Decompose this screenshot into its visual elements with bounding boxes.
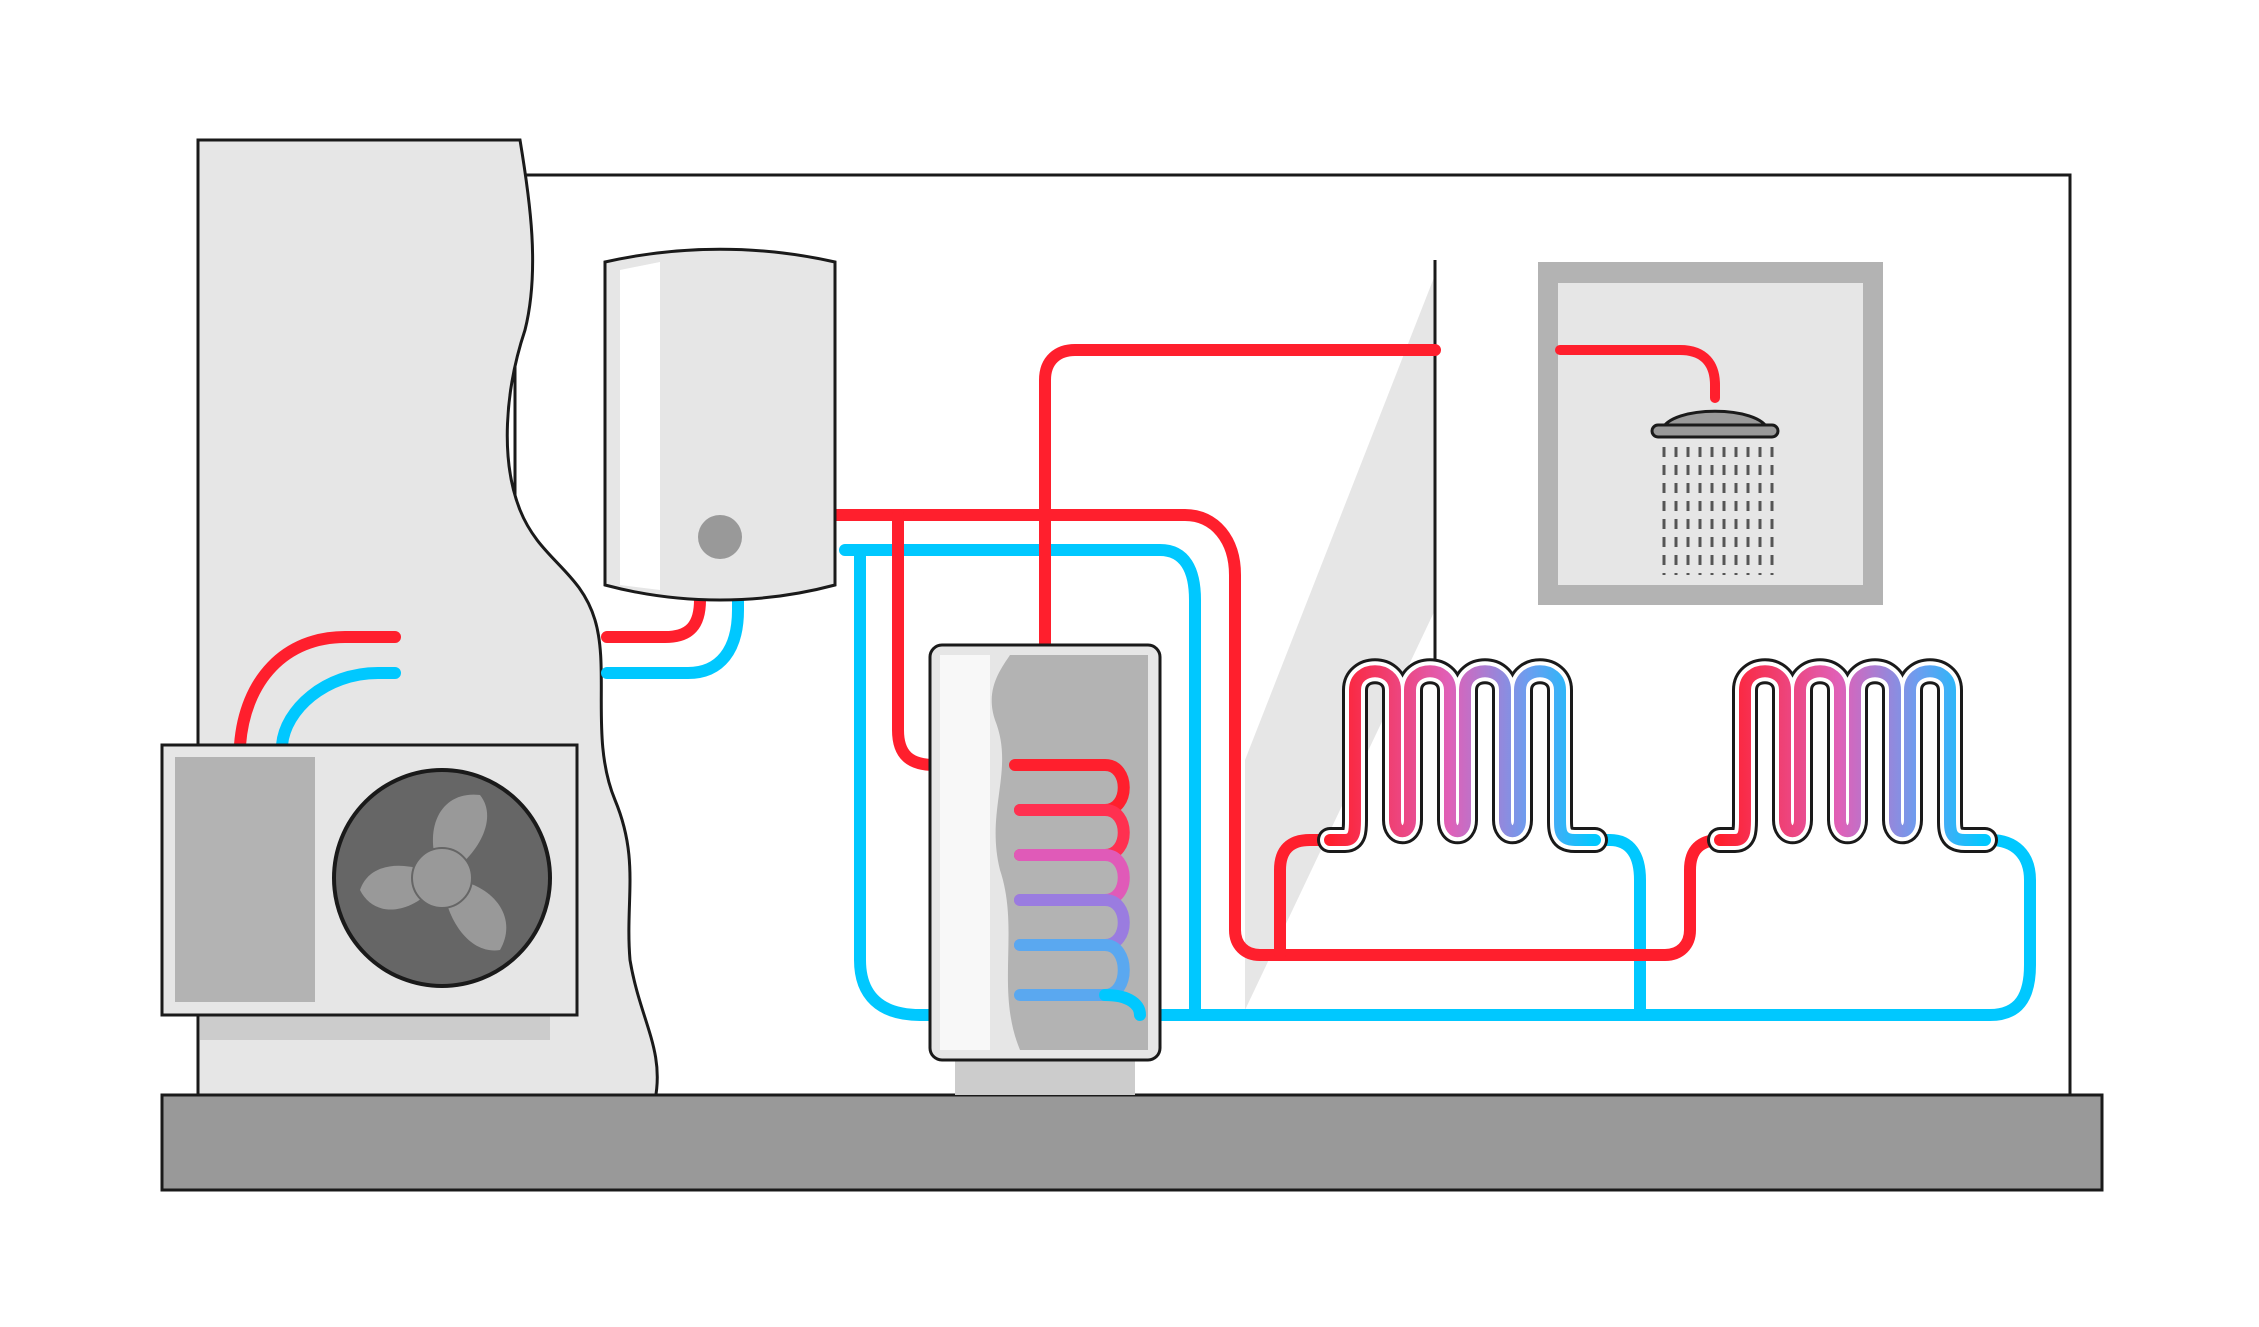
wall-boiler: [603, 247, 837, 602]
return-header: [1094, 834, 2036, 1021]
radiator1-cold-drop: [1579, 834, 1646, 1021]
outdoor-to-boiler-hot-pipe: [234, 631, 401, 751]
coil-exit: [1099, 989, 1146, 1021]
main-cold-loop: [839, 544, 1201, 1021]
boiler-cold-feed: [601, 584, 744, 679]
radiator-2: [1707, 658, 1998, 853]
radiator1-hot-rise: [1274, 834, 1326, 961]
outdoor-unit-panel: [175, 757, 315, 1002]
shower-icon: [1650, 409, 1780, 439]
cylinder-cold-loop: [854, 544, 1131, 1021]
shower: [1538, 262, 1883, 605]
outdoor-unit: [160, 743, 579, 1040]
boiler-body: [603, 247, 837, 602]
cold-return-pipes: [276, 544, 2036, 1021]
cylinder-coil: [1009, 759, 1146, 1021]
boiler-indicator-icon: [698, 515, 742, 559]
radiator-2-pipe: [1714, 665, 1991, 846]
cylinder-highlight: [940, 655, 990, 1050]
cylinder-base: [955, 1060, 1135, 1095]
outdoor-to-boiler-cold-pipe: [276, 667, 401, 751]
radiator-1-pipe: [1324, 665, 1601, 846]
shower-pipe: [1555, 345, 1720, 403]
room-shadow: [1245, 275, 1435, 1010]
upstairs-hot-line: [1039, 344, 1441, 656]
floor-slab: [160, 1093, 2104, 1192]
main-hot-line: [829, 509, 1736, 961]
boiler-hot-feed: [601, 584, 706, 643]
radiator-1: [1317, 658, 1608, 853]
shower-water-drops: [1662, 447, 1774, 575]
heat-pump-fan-icon: [332, 768, 552, 988]
boiler-highlight: [620, 262, 660, 590]
hot-water-cylinder: [928, 643, 1162, 1095]
